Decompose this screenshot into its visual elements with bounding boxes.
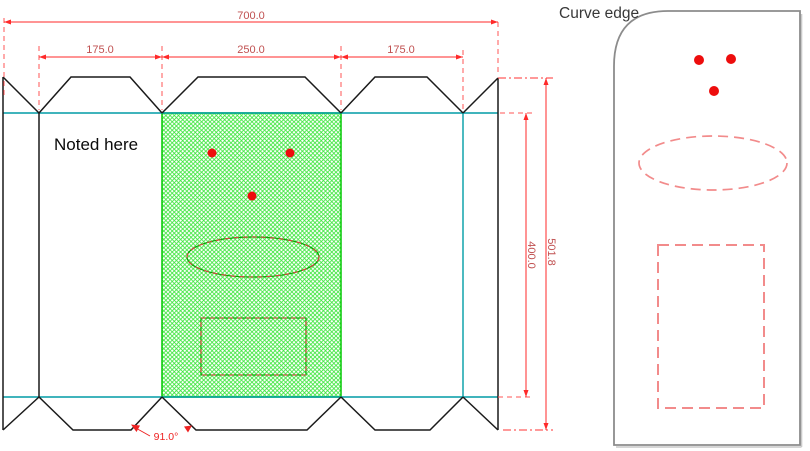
dim-panel-height-label: 400.0 xyxy=(525,241,537,269)
preview-ellipse-dashed xyxy=(638,135,788,191)
angle-arrow-left xyxy=(131,424,140,432)
preview-rect-dashed xyxy=(657,244,765,409)
print-area-hatch[interactable] xyxy=(161,112,342,398)
dimension-lines xyxy=(4,21,547,430)
preview-panel-shadow xyxy=(616,14,803,448)
artwork-dot-3[interactable] xyxy=(247,191,257,201)
preview-title: Curve edge xyxy=(559,5,639,22)
dim-total-height-label: 501.8 xyxy=(545,238,557,266)
artwork-dot-1[interactable] xyxy=(207,148,217,158)
artwork-rect-outline[interactable] xyxy=(200,317,307,376)
dim-right-panel-label: 175.0 xyxy=(387,44,415,56)
cut-top-flap-3[interactable] xyxy=(340,76,464,114)
curve-edge-preview: Curve edge xyxy=(559,5,803,448)
cut-right-glue-bottom[interactable] xyxy=(462,396,499,431)
artwork-dot-2[interactable] xyxy=(285,148,295,158)
preview-dot-1 xyxy=(694,55,704,65)
cut-bottom-flap-1[interactable] xyxy=(38,396,163,431)
flap-angle-label: 91.0° xyxy=(154,431,179,443)
dimension-centerline-extensions xyxy=(498,77,553,431)
print-area-panel[interactable] xyxy=(161,112,342,398)
flap-angle-annotation: 91.0° xyxy=(131,424,192,443)
cut-bottom-flap-3[interactable] xyxy=(340,396,464,431)
cut-right-glue-top[interactable] xyxy=(462,77,499,114)
fold-lines xyxy=(3,112,498,398)
dim-left-panel-label: 175.0 xyxy=(86,44,114,56)
cut-outline[interactable] xyxy=(2,76,499,431)
dim-center-panel-label: 250.0 xyxy=(237,44,265,56)
angle-arrow-right xyxy=(184,425,192,433)
dim-total-width-label: 700.0 xyxy=(237,10,265,22)
dimension-arrowheads xyxy=(4,19,549,430)
cut-top-flap-2[interactable] xyxy=(161,76,342,114)
preview-dot-3 xyxy=(709,86,719,96)
cut-top-flap-1[interactable] xyxy=(38,76,163,114)
cut-bottom-flap-2[interactable] xyxy=(161,396,342,431)
preview-dot-2 xyxy=(726,54,736,64)
note-annotation[interactable]: Noted here xyxy=(54,135,138,154)
preview-panel-outline[interactable] xyxy=(613,10,801,446)
cut-glue-flap-bottom[interactable] xyxy=(2,396,40,431)
artwork-ellipse-dashed[interactable] xyxy=(186,236,320,278)
cut-glue-flap-top[interactable] xyxy=(2,76,40,114)
